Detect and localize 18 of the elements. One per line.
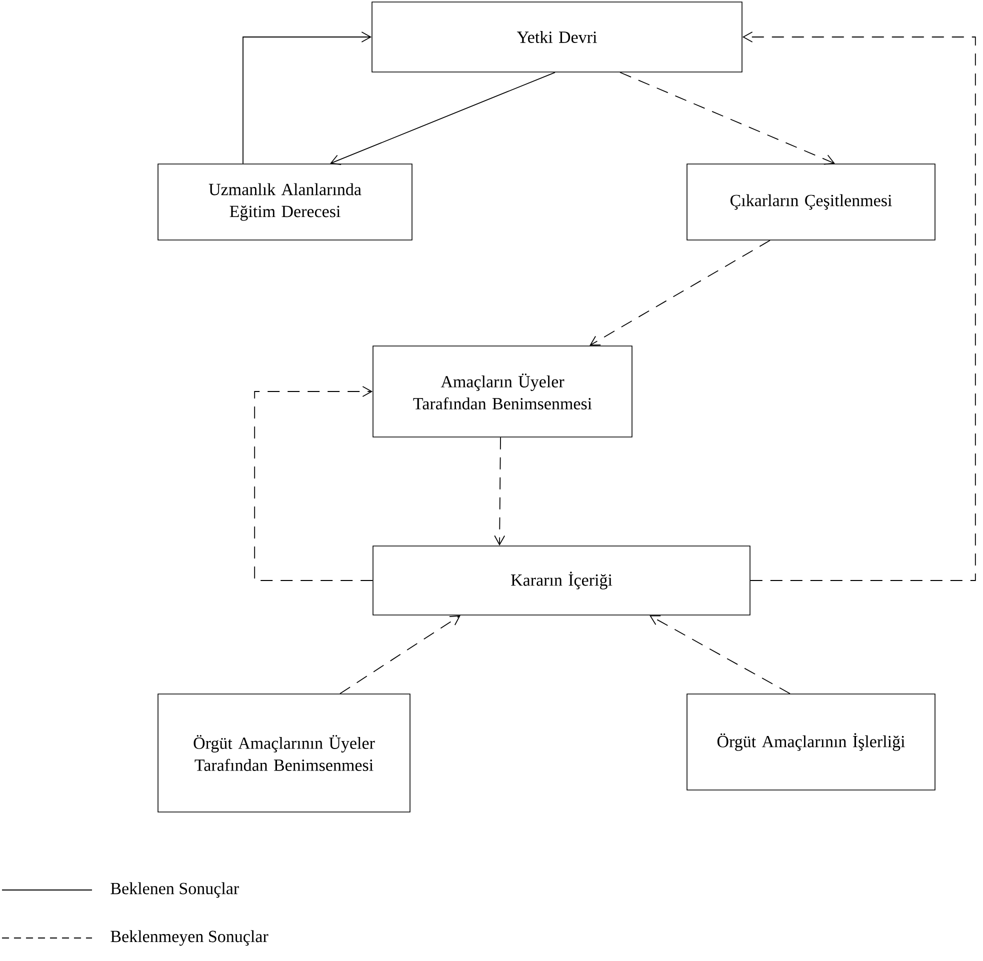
- arrow: [242, 32, 372, 164]
- arrow: [590, 240, 770, 346]
- arrow: [330, 72, 556, 165]
- arrow: [494, 436, 506, 546]
- box: Kararın İçeriği: [372, 546, 750, 616]
- arrow: [742, 32, 976, 581]
- arrow: [254, 386, 374, 581]
- arrow: [650, 615, 790, 694]
- legend-text: Beklenmeyen Sonuçlar: [110, 930, 268, 946]
- box: Amaçların Üyeler Tarafından Benimsenmesi: [372, 346, 632, 438]
- arrow: [340, 615, 460, 694]
- box: Yetki Devri: [372, 2, 742, 72]
- box: Örgüt Amaçlarının İşlerliği: [686, 694, 936, 790]
- box: Örgüt Amaçlarının Üyeler Tarafından Benimsenmesi: [158, 694, 410, 812]
- box: Çıkarların Çeşitlenmesi: [686, 164, 936, 240]
- arrow: [620, 72, 835, 165]
- box: Uzmanlık Alanlarında Eğitim Derecesi: [158, 164, 412, 240]
- legend-text: Beklenen Sonuçlar: [110, 882, 239, 898]
